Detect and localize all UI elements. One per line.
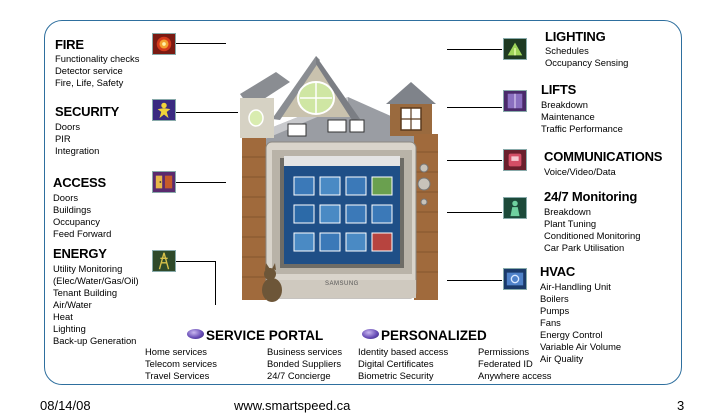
fire-item: Functionality checks <box>55 53 140 64</box>
personalized-item: Biometric Security <box>358 370 434 381</box>
lamp-icon <box>503 38 527 60</box>
personalized-item: Anywhere access <box>478 370 552 381</box>
device-screen-app-grid <box>293 176 393 252</box>
energy-item: Air/Water <box>53 299 92 310</box>
service-portal-item: Bonded Suppliers <box>267 358 342 369</box>
energy-item: Utility Monitoring <box>53 263 123 274</box>
service-portal-item: Telecom services <box>145 358 217 369</box>
access-item: Feed Forward <box>53 228 112 239</box>
guard-icon <box>152 99 176 121</box>
security-items: Doors PIR Integration <box>55 121 99 157</box>
energy-item: (Elec/Water/Gas/Oil) <box>53 275 139 286</box>
access-item: Doors <box>53 192 79 203</box>
lighting-item: Schedules <box>545 45 589 56</box>
service-portal-item: Home services <box>145 346 207 357</box>
monitoring-connector <box>447 212 502 213</box>
access-item: Buildings <box>53 204 92 215</box>
access-items: Doors Buildings Occupancy Feed Forward <box>53 192 111 240</box>
monitoring-item: Conditioned Monitoring <box>544 230 641 241</box>
monitoring-item: Car Park Utilisation <box>544 242 625 253</box>
security-title: SECURITY <box>55 104 120 119</box>
orb-bullet-icon <box>362 329 379 339</box>
hvac-item: Energy Control <box>540 329 603 340</box>
monitoring-item: Plant Tuning <box>544 218 597 229</box>
fan-icon <box>503 268 527 290</box>
energy-item: Heat <box>53 311 73 322</box>
energy-item: Back-up Generation <box>53 335 137 346</box>
fire-title: FIRE <box>55 37 84 52</box>
energy-item: Tenant Building <box>53 287 118 298</box>
service-portal-col1: Home services Telecom services Travel Se… <box>145 346 217 382</box>
door-icon <box>152 171 176 193</box>
footer-date: 08/14/08 <box>40 398 91 413</box>
monitoring-item: Breakdown <box>544 206 591 217</box>
hvac-item: Air-Handling Unit <box>540 281 611 292</box>
personalized-item: Identity based access <box>358 346 449 357</box>
footer-page-number: 3 <box>677 398 685 413</box>
security-item: Integration <box>55 145 100 156</box>
flame-icon <box>152 33 176 55</box>
device-brand-label: SAMSUNG <box>325 281 359 287</box>
lifts-items: Breakdown Maintenance Traffic Performanc… <box>541 99 623 135</box>
fire-items: Functionality checks Detector service Fi… <box>55 53 139 89</box>
personalized-label: PERSONALIZED <box>381 328 487 343</box>
personalized-col1: Identity based access Digital Certificat… <box>358 346 448 382</box>
lighting-item: Occupancy Sensing <box>545 57 629 68</box>
lighting-connector <box>447 49 502 50</box>
personalized-item: Permissions <box>478 346 530 357</box>
security-item: Doors <box>55 121 81 132</box>
service-portal-item: 24/7 Concierge <box>267 370 331 381</box>
monitoring-title: 24/7 Monitoring <box>544 189 638 204</box>
fire-item: Detector service <box>55 65 123 76</box>
lighting-title: LIGHTING <box>545 29 606 44</box>
service-portal-title: SERVICE PORTAL <box>187 328 323 343</box>
communications-connector <box>447 160 502 161</box>
monitoring-items: Breakdown Plant Tuning Conditioned Monit… <box>544 206 640 254</box>
elevator-icon <box>503 90 527 112</box>
hvac-item: Variable Air Volume <box>540 341 622 352</box>
personalized-title: PERSONALIZED <box>362 328 487 343</box>
service-portal-item: Business services <box>267 346 343 357</box>
energy-connector-v <box>215 261 216 305</box>
energy-title: ENERGY <box>53 246 107 261</box>
hvac-item: Fans <box>540 317 561 328</box>
communications-items: Voice/Video/Data <box>544 166 616 178</box>
fire-item: Fire, Life, Safety <box>55 77 124 88</box>
lifts-item: Breakdown <box>541 99 588 110</box>
hvac-items: Air-Handling Unit Boilers Pumps Fans Ene… <box>540 281 621 365</box>
hvac-item: Air Quality <box>540 353 584 364</box>
technician-icon <box>503 197 527 219</box>
access-item: Occupancy <box>53 216 100 227</box>
personalized-item: Federated ID <box>478 358 533 369</box>
lifts-item: Traffic Performance <box>541 123 623 134</box>
service-portal-label: SERVICE PORTAL <box>206 328 324 343</box>
orb-bullet-icon <box>187 329 204 339</box>
communications-item: Voice/Video/Data <box>544 166 616 177</box>
footer-url: www.smartspeed.ca <box>234 398 351 413</box>
personalized-col2: Permissions Federated ID Anywhere access <box>478 346 551 382</box>
phone-icon <box>503 149 527 171</box>
hvac-connector <box>447 280 502 281</box>
power-pylon-icon <box>152 250 176 272</box>
hvac-item: Boilers <box>540 293 569 304</box>
security-item: PIR <box>55 133 71 144</box>
lifts-title: LIFTS <box>541 82 577 97</box>
security-connector <box>176 112 238 113</box>
service-portal-col2: Business services Bonded Suppliers 24/7 … <box>267 346 342 382</box>
access-connector <box>176 182 226 183</box>
communications-title: COMMUNICATIONS <box>544 149 663 164</box>
energy-item: Lighting <box>53 323 86 334</box>
fire-connector <box>176 43 226 44</box>
energy-connector-h <box>176 261 216 262</box>
energy-items: Utility Monitoring (Elec/Water/Gas/Oil) … <box>53 263 139 347</box>
hvac-title: HVAC <box>540 264 576 279</box>
personalized-item: Digital Certificates <box>358 358 434 369</box>
service-portal-item: Travel Services <box>145 370 210 381</box>
lighting-items: Schedules Occupancy Sensing <box>545 45 628 69</box>
hvac-item: Pumps <box>540 305 570 316</box>
access-title: ACCESS <box>53 175 106 190</box>
lifts-item: Maintenance <box>541 111 595 122</box>
lifts-connector <box>447 107 502 108</box>
